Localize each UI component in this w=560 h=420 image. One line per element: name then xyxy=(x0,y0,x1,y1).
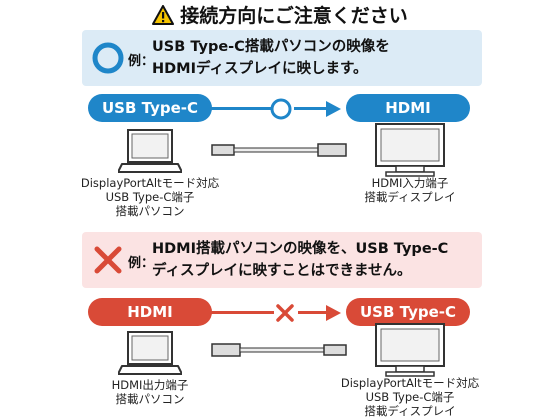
ng-target-caption-line: DisplayPortAltモード対応 xyxy=(340,376,480,390)
ok-text-line1: USB Type-C搭載パソコンの映像を xyxy=(152,39,390,55)
ok-source-pill: USB Type-C xyxy=(88,94,212,122)
ok-target-pill: HDMI xyxy=(346,94,470,122)
ng-source-pill: HDMI xyxy=(88,298,212,326)
laptop-icon xyxy=(118,129,182,173)
ng-target-caption-line: 搭載ディスプレイ xyxy=(364,404,456,418)
ok-arrow-shaft xyxy=(294,107,328,110)
ok-source-caption-line: 搭載パソコン xyxy=(115,204,185,218)
ng-example-label: 例： xyxy=(128,256,155,271)
ng-arrow-head-icon xyxy=(326,305,341,321)
ok-source-caption-line: USB Type-C端子 xyxy=(105,190,195,204)
ng-signal-cross-icon xyxy=(276,304,294,322)
cable-icon xyxy=(211,343,347,357)
page-title: 接続方向にご注意ください xyxy=(0,4,560,31)
ok-example-box xyxy=(82,30,482,86)
circle-ok-icon xyxy=(92,42,124,74)
laptop-icon xyxy=(118,331,182,375)
cross-ng-icon xyxy=(94,246,122,274)
ok-example-label: 例： xyxy=(128,54,155,69)
ng-target-caption: DisplayPortAltモード対応 USB Type-C端子 搭載ディスプレ… xyxy=(320,376,500,418)
ng-signal-line xyxy=(210,311,274,314)
ok-source-caption-line: DisplayPortAltモード対応 xyxy=(80,176,220,190)
ok-target-caption: HDMI入力端子 搭載ディスプレイ xyxy=(340,176,480,204)
ng-source-caption: HDMI出力端子 搭載パソコン xyxy=(80,378,220,406)
ng-source-caption-line: HDMI出力端子 xyxy=(111,378,189,392)
ok-source-caption: DisplayPortAltモード対応 USB Type-C端子 搭載パソコン xyxy=(60,176,240,218)
warning-icon xyxy=(152,5,175,31)
ok-text-line2: HDMIディスプレイに映します。 xyxy=(152,61,368,77)
ng-arrow-shaft xyxy=(298,311,328,314)
ng-source-caption-line: 搭載パソコン xyxy=(115,392,185,406)
monitor-icon xyxy=(375,123,445,177)
cable-icon xyxy=(211,143,347,157)
ok-target-caption-line: 搭載ディスプレイ xyxy=(364,190,456,204)
ng-target-caption-line: USB Type-C端子 xyxy=(365,390,455,404)
monitor-icon xyxy=(375,323,445,377)
ok-arrow-head-icon xyxy=(326,101,341,117)
title-text: 接続方向にご注意ください xyxy=(180,5,408,27)
ng-example-box xyxy=(82,232,482,288)
ng-text-line2: ディスプレイに映すことはできません。 xyxy=(152,263,412,279)
ok-signal-line xyxy=(210,107,280,110)
ng-target-pill: USB Type-C xyxy=(346,298,470,326)
ok-signal-circle-icon xyxy=(270,98,292,120)
ok-target-caption-line: HDMI入力端子 xyxy=(371,176,449,190)
ng-text-line1: HDMI搭載パソコンの映像を、USB Type-C xyxy=(152,241,449,257)
